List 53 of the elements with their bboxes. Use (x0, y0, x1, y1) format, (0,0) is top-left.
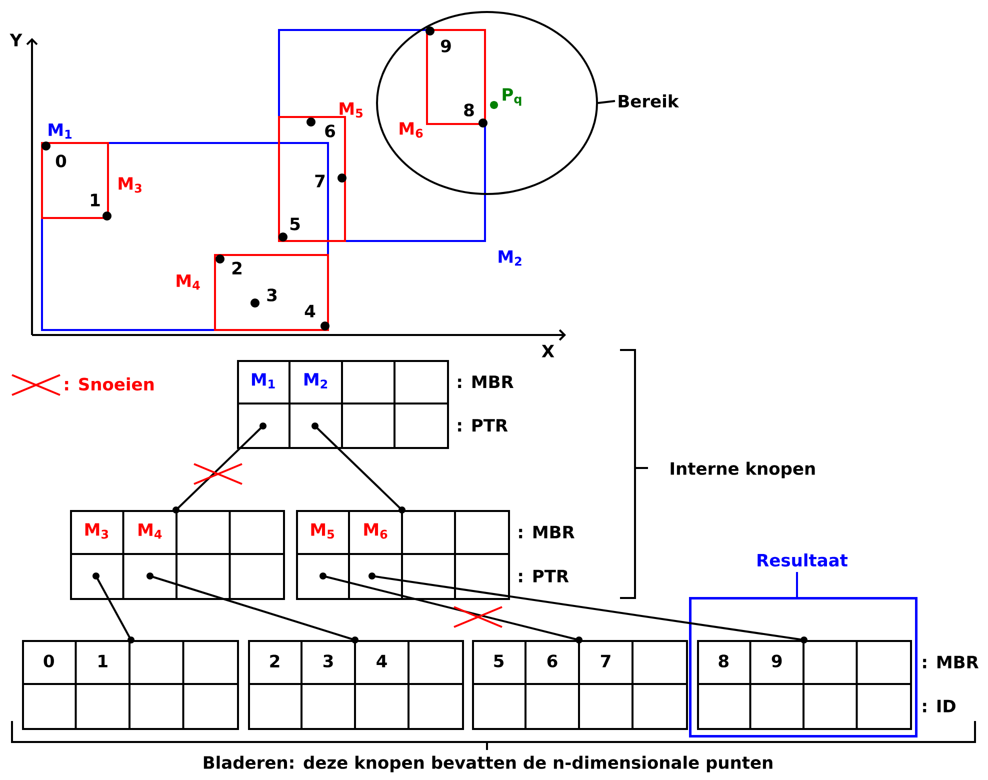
cell-entry: 8 (718, 654, 728, 668)
bracket-label: Bladeren: deze knopen bevatten de n-dimensionale punten (204, 756, 772, 772)
point-label: P$_{q}$ (502, 88, 522, 106)
cell-entry: M$_{5}$ (311, 523, 334, 539)
point-number: 5 (290, 218, 300, 230)
pointer-line (312, 422, 406, 514)
pointer-line (368, 572, 808, 644)
cell-entry: M$_{2}$ (304, 373, 328, 388)
rectangle-label: M$_{3}$ (118, 177, 142, 193)
bracket-label: Interne knopen (670, 462, 815, 478)
cell-entry: 2 (270, 654, 280, 668)
cell-entry: M$_{4}$ (138, 523, 162, 539)
range-label: Bereik (618, 94, 680, 108)
pointer-line (146, 572, 358, 644)
leader-line (598, 100, 616, 104)
point-number: 8 (464, 104, 474, 116)
rectangle-label: M$_{6}$ (400, 122, 423, 138)
cell-entry: 3 (323, 654, 333, 668)
rectangle-label: M$_{1}$ (48, 123, 72, 139)
cell-entry: 4 (376, 654, 387, 668)
point-number: 4 (304, 304, 316, 318)
range-circle (376, 11, 598, 195)
axis-label: Y (10, 34, 22, 46)
cell-entry: 9 (772, 654, 782, 668)
row-label: : MBR (458, 376, 514, 388)
row-label: : MBR (519, 526, 575, 538)
point-number: 2 (232, 262, 242, 274)
pointer-line (172, 422, 266, 514)
rectangle-label: M$_{4}$ (176, 274, 200, 290)
axis-label: X (542, 344, 554, 358)
cell-entry: 7 (600, 654, 610, 668)
cell-entry: 6 (547, 654, 558, 668)
point-number: 9 (440, 40, 451, 52)
cell-entry: 1 (98, 654, 108, 668)
point-number: 0 (56, 154, 66, 168)
row-label: : PTR (458, 419, 508, 432)
point-number: 7 (315, 174, 325, 188)
row-label: : ID (923, 700, 956, 712)
legend-label: : Snoeien (65, 377, 154, 391)
row-label: : MBR (923, 656, 979, 668)
point-number: 3 (267, 288, 277, 302)
pointer-line (92, 572, 134, 644)
cell-entry: 5 (494, 654, 504, 668)
point-number: 6 (325, 124, 335, 138)
cell-entry: M$_{3}$ (85, 523, 108, 539)
pointer-line (320, 572, 582, 644)
row-label: : PTR (519, 570, 569, 582)
node-label: Resultaat (758, 553, 848, 567)
point-number: 1 (91, 194, 100, 206)
rectangle-label: M$_{2}$ (498, 250, 522, 266)
cell-entry: M$_{1}$ (252, 373, 275, 388)
cell-entry: M$_{6}$ (364, 523, 388, 539)
cell-entry: 0 (44, 654, 54, 668)
